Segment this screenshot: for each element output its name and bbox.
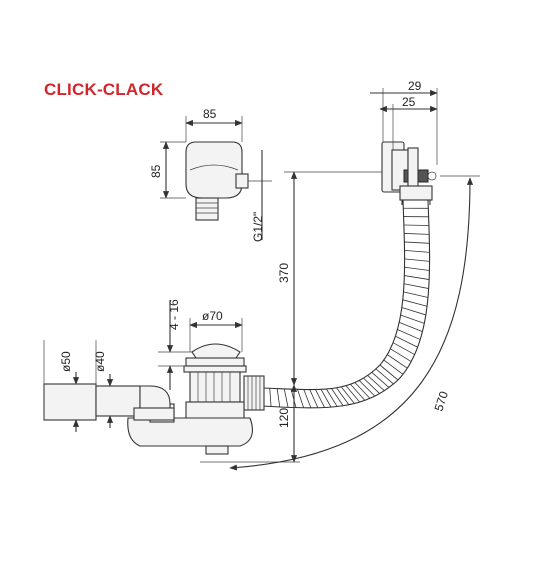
- hose-rib: [405, 259, 430, 262]
- inlet-fitting: 85 85 G1/2": [149, 107, 272, 242]
- hose-rib: [277, 389, 280, 407]
- dim-29-label: 29: [408, 79, 422, 93]
- hose-rib: [387, 355, 407, 369]
- hose-rib: [350, 384, 364, 400]
- diagram-title: CLICK-CLACK: [44, 80, 163, 100]
- hose-rib: [404, 292, 429, 298]
- dim-370-label: 370: [277, 263, 291, 283]
- hose-rib: [404, 233, 429, 234]
- dim-85-width-label: 85: [203, 107, 217, 121]
- hose-rib: [298, 389, 304, 407]
- dim-range-label: 4 - 16: [167, 299, 181, 330]
- hose-rib: [384, 360, 403, 374]
- hose-rib: [304, 390, 311, 408]
- hose-rib: [372, 372, 389, 387]
- hose-rib: [326, 389, 337, 407]
- hose-rib: [341, 387, 354, 404]
- hose-rib: [401, 315, 425, 323]
- hose-rib: [405, 267, 430, 270]
- hose-rib: [321, 389, 331, 407]
- hose-rib: [399, 322, 422, 331]
- hose-rib: [346, 386, 360, 402]
- hose-rib: [404, 284, 429, 289]
- hose-rib: [368, 375, 385, 390]
- hose-rib: [380, 365, 398, 380]
- dim-o50-label: ø50: [59, 351, 73, 372]
- hose-rib: [402, 308, 426, 315]
- hose-rib: [355, 383, 370, 399]
- hose-rib: [363, 378, 379, 393]
- hose-rib: [332, 389, 344, 406]
- dim-85-height-label: 85: [149, 164, 163, 178]
- overflow-unit: [382, 142, 436, 205]
- dim-120-label: 120: [277, 408, 291, 428]
- hose-rib: [270, 388, 271, 406]
- hose-rib: [398, 329, 421, 339]
- dim-570-label: 570: [432, 389, 452, 413]
- hose-rib: [405, 250, 430, 252]
- hose-rib: [403, 300, 427, 306]
- dim-o70-label: ø70: [202, 309, 223, 323]
- hose-rib: [404, 225, 429, 226]
- outlet-pipe: ø50 ø40: [44, 340, 174, 432]
- hose-rib: [336, 388, 348, 405]
- hose-length-dimension: 570: [230, 176, 480, 468]
- dim-o40-label: ø40: [93, 351, 107, 372]
- hose-rib: [376, 369, 394, 384]
- dim-25-label: 25: [402, 95, 416, 109]
- hose-rib: [359, 380, 375, 396]
- dim-thread-label: G1/2": [251, 212, 265, 242]
- corrugated-hose: [262, 200, 430, 408]
- hose-rib: [404, 276, 429, 280]
- hose-rib: [404, 242, 429, 243]
- hose-rib: [284, 389, 288, 407]
